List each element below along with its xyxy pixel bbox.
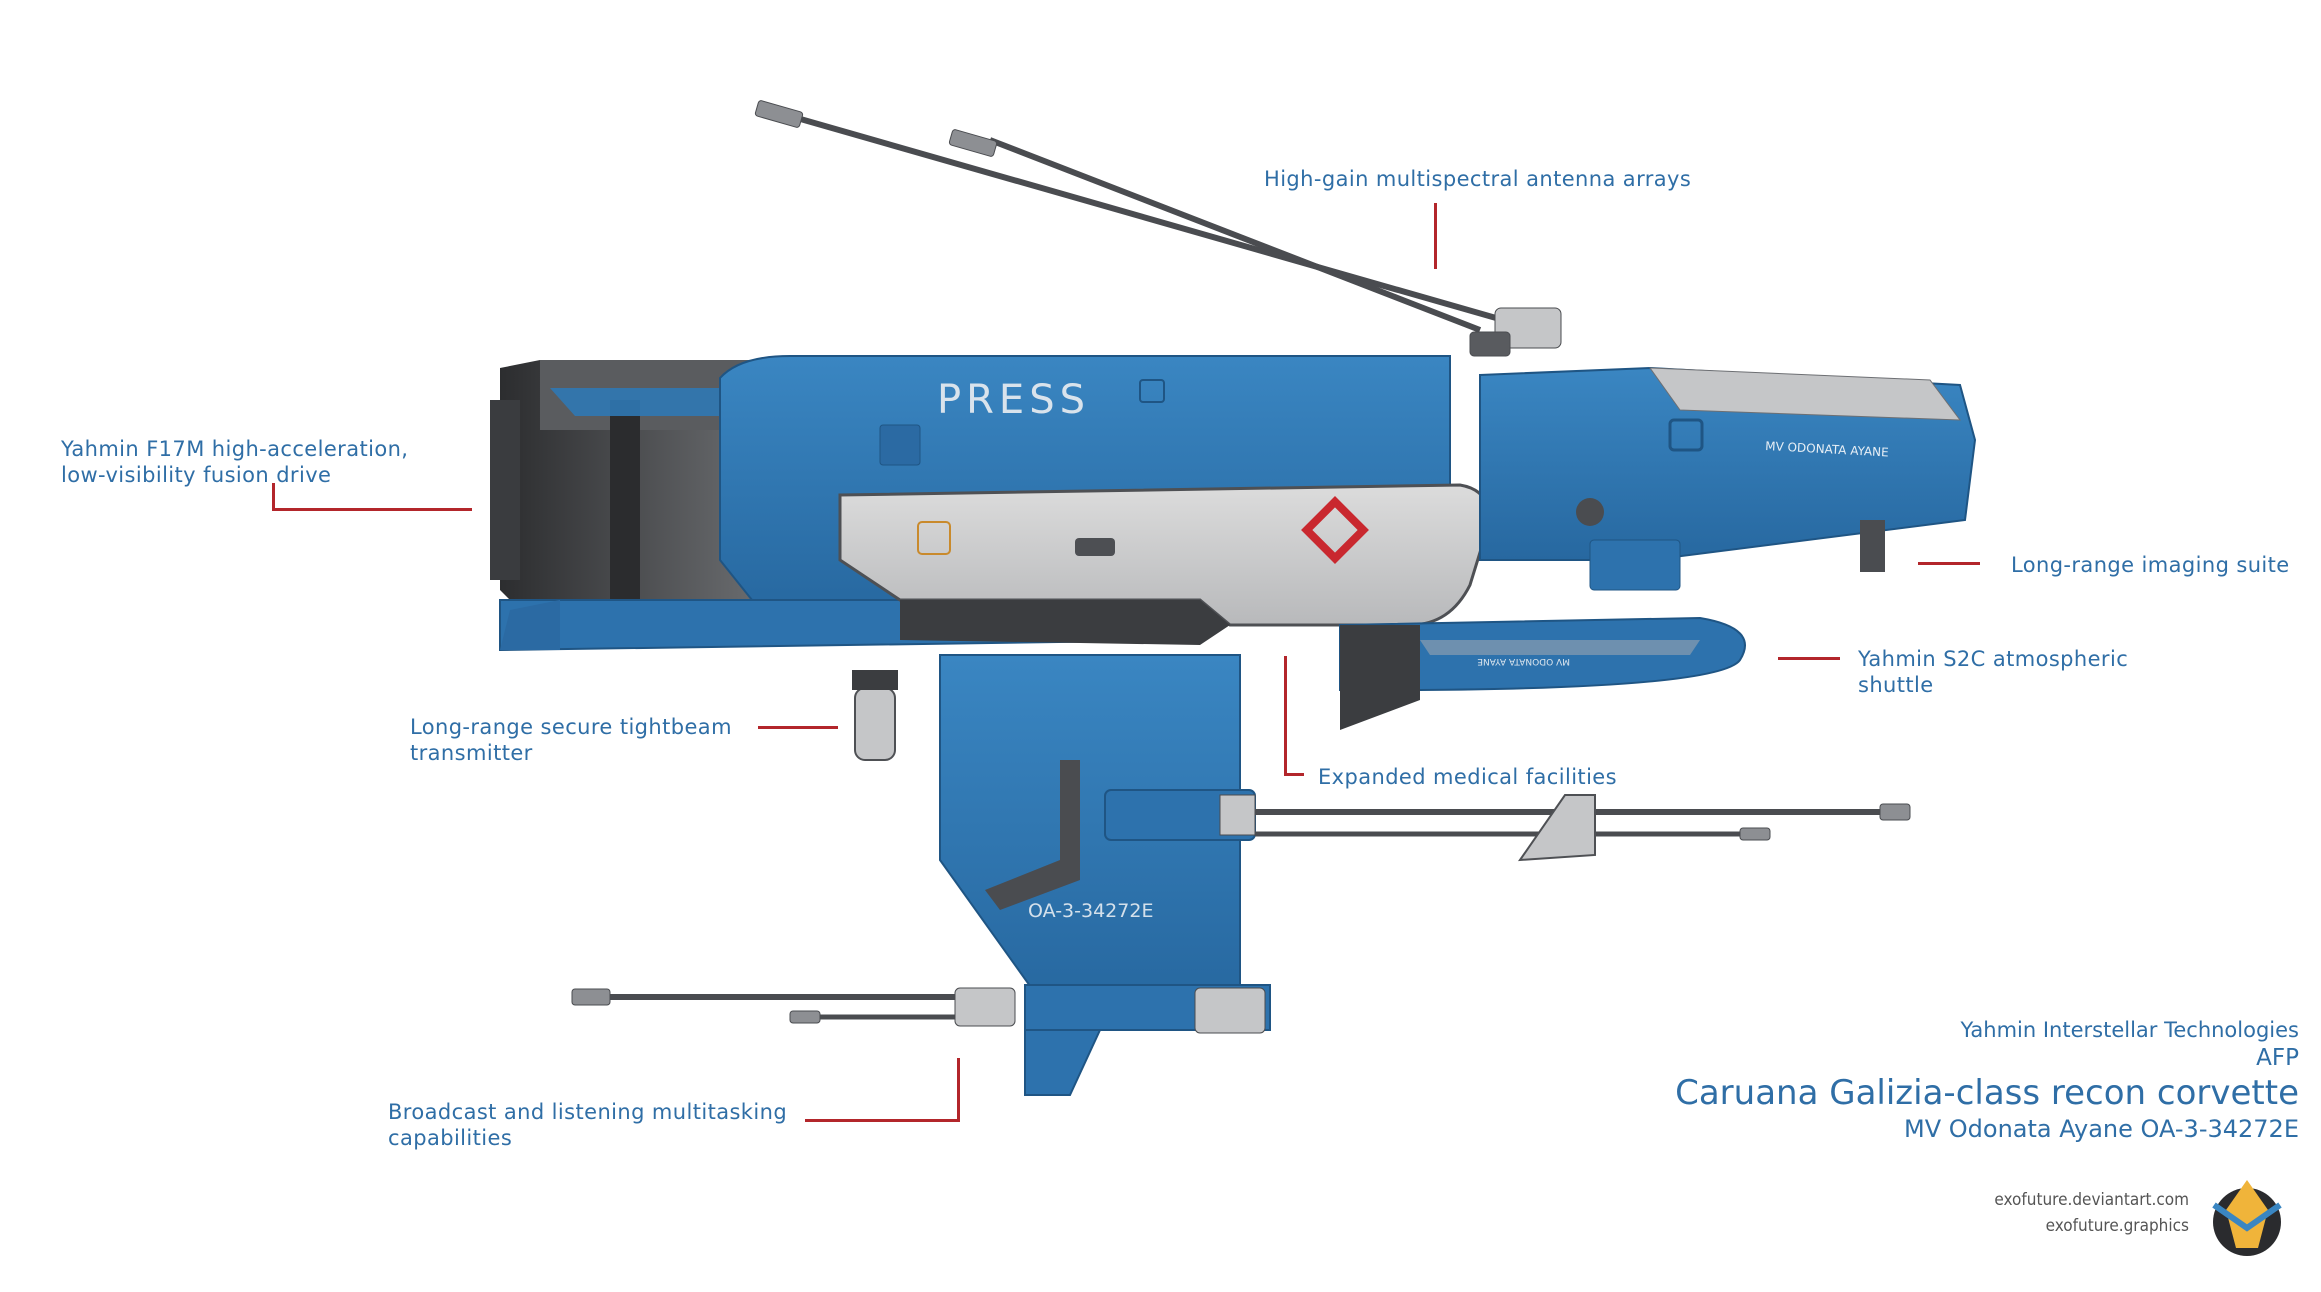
drive-callout-line2: low-visibility fusion drive [61,463,332,487]
drive-callout: Yahmin F17M high-acceleration, low-visib… [61,436,408,488]
shuttle-name-marking: MV ODONATA AYANE [1477,656,1570,666]
drive-leader-h [272,508,472,511]
medical-leader-v [1284,656,1287,776]
site-links: exofuture.deviantart.com exofuture.graph… [1789,1190,2189,1250]
shuttle-leader [1778,657,1840,660]
medical-callout: Expanded medical facilities [1318,765,1617,789]
shuttle-callout-line2: shuttle [1858,673,1934,697]
broadcast-leader-v [957,1058,960,1122]
exofuture-logo [2212,1180,2282,1256]
forward-section [1479,366,1977,591]
deviantart-link[interactable]: exofuture.deviantart.com [1994,1190,2189,1210]
antenna-arrays [754,100,1562,357]
registry-marking: OA-3-34272E [1028,900,1153,922]
class-name-title: Caruana Galizia-class recon corvette [1675,1073,2299,1113]
imaging-callout: Long-range imaging suite [2011,553,2290,577]
broadcast-callout-line2: capabilities [388,1126,513,1150]
fusion-drive [490,360,760,630]
ship-name-marking: MV ODONATA AYANE [1765,439,1889,459]
press-marking: PRESS [937,377,1090,423]
graphics-link[interactable]: exofuture.graphics [2045,1216,2189,1236]
tightbeam-pod [852,670,898,761]
antenna-callout: High-gain multispectral antenna arrays [1264,167,1692,191]
medical-module [838,483,1492,645]
broadcast-leader-h [805,1119,960,1122]
shuttle-callout-line1: Yahmin S2C atmospheric [1858,647,2129,671]
broadcast-callout: Broadcast and listening multitasking cap… [388,1099,787,1151]
drive-callout-line1: Yahmin F17M high-acceleration, [61,437,409,461]
medical-leader-h [1284,773,1304,776]
imaging-leader [1918,562,1980,565]
tightbeam-leader [758,726,838,729]
antenna-leader [1434,203,1437,269]
tightbeam-callout-line2: transmitter [410,741,533,765]
ship-name-subtitle: MV Odonata Ayane OA-3-34272E [1904,1115,2299,1143]
tightbeam-callout-line1: Long-range secure tightbeam [410,715,732,739]
shuttle-callout: Yahmin S2C atmospheric shuttle [1858,646,2128,698]
credits-block: Yahmin Interstellar Technologies AFP Car… [1579,0,2299,1292]
broadcast-callout-line1: Broadcast and listening multitasking [388,1100,788,1124]
drive-leader-v [272,483,275,511]
maker-label: Yahmin Interstellar Technologies [1960,1018,2299,1042]
tightbeam-callout: Long-range secure tightbeam transmitter [410,714,732,766]
agency-label: AFP [2256,1045,2299,1071]
broadcast-arms [571,789,1911,1034]
atmospheric-shuttle [1339,616,1746,730]
